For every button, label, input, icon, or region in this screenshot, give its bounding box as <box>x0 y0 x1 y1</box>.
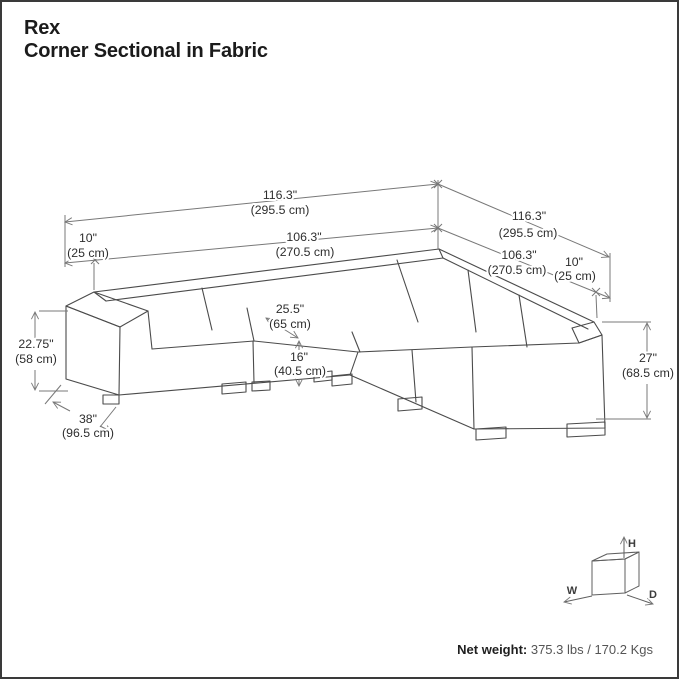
dim-label-inches: 16" <box>290 350 308 364</box>
dim-label-inches: 116.3" <box>512 209 546 223</box>
net-weight-label: Net weight: <box>457 642 528 657</box>
dimension-line <box>53 402 71 412</box>
front-band-corner-cap-path <box>349 351 359 376</box>
right-band-bottom-path <box>349 374 475 430</box>
dim-overall-depth-right: 116.3" (295.5 cm) <box>437 183 611 302</box>
dim-label-cm: (270.5 cm) <box>488 263 547 277</box>
sofa-foot-path <box>397 396 423 412</box>
dim-arm-height: 22.75" (58 cm) <box>13 310 68 392</box>
dim-label-inches: 106.3" <box>286 230 321 244</box>
seat-front-edge-path <box>151 340 473 353</box>
cube-top-face-path <box>591 551 640 562</box>
dimension-tick <box>591 287 601 297</box>
dim-label-inches: 25.5" <box>276 302 304 316</box>
back-cushion-seam-path <box>467 269 477 333</box>
orientation-cube: H W D <box>564 537 659 604</box>
extension-line <box>595 294 598 319</box>
sofa-foot-path <box>566 421 606 438</box>
backrest-corner-seam-path <box>438 248 444 259</box>
dim-label-inches: 22.75" <box>18 337 53 351</box>
sofa-foot-path <box>251 380 271 392</box>
dim-label-inches: 10" <box>79 231 97 245</box>
sofa-foot-path <box>475 426 507 441</box>
cube-front-face-path <box>591 558 626 596</box>
dimension-line <box>65 184 438 222</box>
dim-label-cm: (270.5 cm) <box>276 245 335 259</box>
dim-seat-depth: 25.5" (65 cm) <box>266 300 313 338</box>
backrest-left-cap-path <box>93 291 107 302</box>
dim-label-cm: (25 cm) <box>554 269 596 283</box>
back-cushion-seam-path <box>518 294 528 348</box>
depth-axis-arrow <box>626 594 653 604</box>
cube-right-face-path <box>624 551 640 594</box>
sofa-foot-path <box>331 373 353 387</box>
dim-module-depth: 38" (96.5 cm) <box>44 384 117 442</box>
front-band-seam-path <box>252 340 255 384</box>
back-cushion-seam-path <box>201 287 213 331</box>
dim-label-inches: 116.3" <box>263 188 297 202</box>
sofa-foot-path <box>102 394 120 405</box>
dimension-line <box>65 228 438 263</box>
back-cushion-seam-path <box>396 259 419 323</box>
seat-cushion-seam-path <box>246 307 255 342</box>
sofa-line-drawing <box>65 248 606 441</box>
extension-line <box>44 384 62 405</box>
dim-seat-height: 16" (40.5 cm) <box>272 341 328 386</box>
dim-label-inches: 38" <box>79 412 97 426</box>
dimension-line <box>266 318 298 338</box>
product-variant: Corner Sectional in Fabric <box>24 40 268 62</box>
dim-interior-depth-right: 106.3" (270.5 cm) 10" (25 cm) <box>437 227 610 319</box>
dim-label-cm: (65 cm) <box>269 317 311 331</box>
dim-label-inches: 106.3" <box>501 248 536 262</box>
dim-label-cm: (40.5 cm) <box>274 364 326 378</box>
left-arm-inner-edge-path <box>147 310 153 350</box>
dim-overall-height: 27" (68.5 cm) <box>596 321 676 420</box>
width-axis-label: W <box>567 585 578 597</box>
sofa-foot-path <box>221 381 247 395</box>
dimension-line <box>437 183 609 257</box>
extension-line <box>99 406 117 428</box>
dim-label-inches: 27" <box>639 351 657 365</box>
seat-cushion-seam-path <box>351 331 361 353</box>
dimension-line <box>437 227 610 298</box>
front-band-bottom-path <box>118 374 351 396</box>
dimension-tick <box>90 255 100 265</box>
dim-interior-width-top: 10" (25 cm) 106.3" (270.5 cm) <box>65 223 443 290</box>
net-weight-value: 375.3 lbs / 170.2 Kgs <box>527 642 653 657</box>
right-band-seam-path <box>411 349 417 403</box>
width-axis-arrow <box>564 595 593 602</box>
right-arm-side-face-path <box>471 334 606 430</box>
dimension-line <box>99 426 112 432</box>
left-arm-front-face-path <box>65 305 121 396</box>
dim-label-cm: (295.5 cm) <box>499 226 558 240</box>
dim-label-cm: (58 cm) <box>15 352 57 366</box>
dim-label-inches: 10" <box>565 255 583 269</box>
dim-label-cm: (68.5 cm) <box>622 366 674 380</box>
title-block: Rex Corner Sectional in Fabric <box>24 17 268 63</box>
dim-label-cm: (96.5 cm) <box>62 426 114 440</box>
dimension-annotations: 116.3" (295.5 cm) 10" (25 cm) 106.3" (27… <box>13 179 676 442</box>
net-weight: Net weight: 375.3 lbs / 170.2 Kgs <box>457 642 653 657</box>
product-name: Rex <box>24 17 61 39</box>
dim-label-cm: (25 cm) <box>67 246 109 260</box>
dim-label-cm: (295.5 cm) <box>251 203 310 217</box>
right-arm-top-face-path <box>571 321 603 344</box>
height-axis-label: H <box>628 538 636 550</box>
dim-overall-width-top: 116.3" (295.5 cm) <box>65 179 443 267</box>
depth-axis-label: D <box>649 589 657 601</box>
